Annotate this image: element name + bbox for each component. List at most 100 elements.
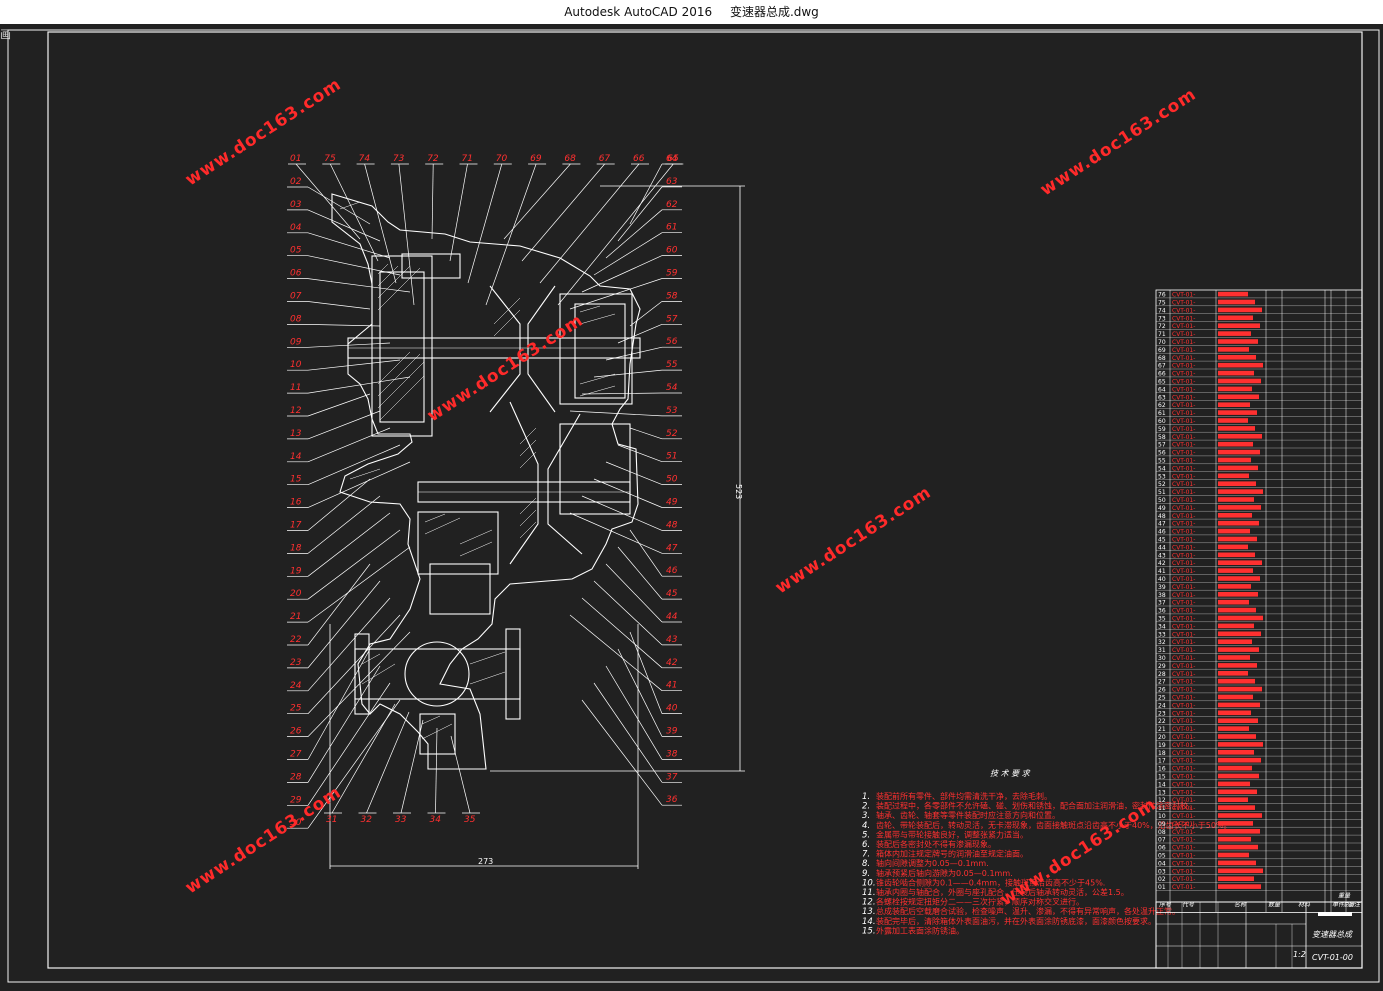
bom-row-name-mark — [1218, 655, 1250, 660]
leader-42 — [581, 597, 663, 669]
bom-row-code: CVT-01- — [1172, 631, 1195, 638]
tech-req-number: 6. — [862, 840, 870, 850]
bom-row-code: CVT-01- — [1172, 884, 1195, 891]
bom-row-code: CVT-01- — [1172, 821, 1195, 828]
callout-62: 62 — [666, 200, 678, 210]
leader-59 — [569, 278, 663, 310]
callout-05: 05 — [290, 246, 302, 256]
bom-row-name-mark — [1218, 750, 1254, 755]
bom-row-code: CVT-01- — [1172, 647, 1195, 654]
leader-11 — [307, 376, 411, 394]
bom-row-number: 20 — [1158, 734, 1166, 741]
bom-row-name-mark — [1218, 686, 1262, 692]
bom-row-name-mark — [1218, 505, 1261, 510]
title-block: 变速器总成 CVT-01-00 1:2 — [1155, 901, 1363, 969]
tech-req-item: 各螺栓按规定扭矩分二——三次拧紧，顺序对称交叉进行。 — [876, 897, 1084, 907]
tech-req-number: 3. — [862, 811, 870, 821]
bom-row-name-mark — [1218, 520, 1259, 526]
bom-row-name-mark — [1218, 592, 1258, 597]
bom-row-name-mark — [1218, 884, 1261, 889]
callout-63: 63 — [666, 177, 678, 187]
bom-row-number: 26 — [1158, 687, 1166, 694]
bom-row-number: 01 — [1158, 884, 1166, 891]
callout-14: 14 — [290, 452, 302, 462]
callout-13: 13 — [290, 429, 302, 439]
bom-row-code: CVT-01- — [1172, 608, 1195, 615]
bom-row-number: 27 — [1158, 679, 1166, 686]
bom-row-number: 29 — [1158, 663, 1166, 670]
bom-row-name-mark — [1218, 757, 1261, 763]
bom-row-number: 11 — [1158, 805, 1166, 812]
tech-req-number: 4. — [862, 821, 870, 831]
bom-row-number: 63 — [1158, 394, 1166, 401]
transmission-section-view — [331, 193, 641, 770]
callout-26: 26 — [290, 727, 302, 737]
callout-71: 71 — [462, 154, 473, 164]
leader-75 — [329, 163, 379, 262]
bom-row-code: CVT-01- — [1172, 616, 1195, 623]
bom-row-code: CVT-01- — [1172, 560, 1195, 567]
bom-row-code: CVT-01- — [1172, 434, 1195, 441]
callout-59: 59 — [666, 269, 678, 279]
bom-row-code: CVT-01- — [1172, 868, 1195, 875]
bom-row-name-mark — [1218, 370, 1254, 376]
bom-row-code: CVT-01- — [1172, 750, 1195, 757]
bom-row-code: CVT-01- — [1172, 663, 1195, 670]
bom-header-cell: 备注 — [1348, 900, 1361, 908]
bom-row-number: 30 — [1158, 655, 1166, 662]
drawing-canvas[interactable]: 523 273 — [0, 24, 1383, 987]
leader-35 — [450, 735, 471, 814]
bom-row-number: 32 — [1158, 639, 1166, 646]
leader-60 — [581, 255, 663, 293]
bom-row-name-mark — [1218, 765, 1252, 771]
callout-43: 43 — [666, 635, 678, 645]
bom-row-number: 48 — [1158, 513, 1166, 520]
bom-row-code: CVT-01- — [1172, 718, 1195, 725]
callout-66: 66 — [633, 154, 645, 164]
tech-req-item: 轴承预紧后轴向游隙为0.05—0.1mm. — [876, 868, 1013, 878]
callout-41: 41 — [666, 681, 677, 691]
tech-req-title: 技 术 要 求 — [990, 769, 1031, 778]
viewport-control-icon[interactable]: 画 — [0, 28, 11, 41]
tech-req-item: 装配完毕后，清除箱体外表面油污，并在外表面涂防锈底漆，面漆颜色按要求。 — [876, 916, 1156, 926]
watermark-4: www.doc163.com — [772, 482, 935, 598]
callout-07: 07 — [290, 292, 302, 302]
bom-row-name-mark — [1218, 718, 1258, 723]
leader-74 — [364, 163, 397, 284]
bom-row-number: 71 — [1158, 331, 1166, 338]
callout-09: 09 — [290, 337, 302, 347]
bom-header-cell: 数量 — [1268, 900, 1281, 908]
watermark-3: www.doc163.com — [424, 310, 587, 426]
bom-row-name-mark — [1218, 671, 1248, 676]
leader-08 — [307, 324, 381, 327]
tech-req-item: 轴承内圈与轴配合，外圈与座孔配合，压装后轴承转动灵活，公差1.5。 — [876, 887, 1129, 897]
bom-row-name-mark — [1218, 607, 1256, 613]
bom-row-name-mark — [1218, 434, 1262, 439]
leader-36 — [581, 699, 663, 806]
bom-row-number: 28 — [1158, 671, 1166, 678]
bom-row-name-mark — [1218, 599, 1249, 605]
bom-row-code: CVT-01- — [1172, 450, 1195, 457]
bom-row-number: 76 — [1158, 292, 1166, 299]
bom-row-number: 43 — [1158, 552, 1166, 559]
leader-09 — [307, 342, 391, 348]
bom-row-code: CVT-01- — [1172, 702, 1195, 709]
bom-row-code: CVT-01- — [1172, 789, 1195, 796]
bom-row-name-mark — [1218, 299, 1255, 305]
leader-63 — [617, 186, 663, 242]
bom-row-code: CVT-01- — [1172, 687, 1195, 694]
bom-row-code: CVT-01- — [1172, 726, 1195, 733]
bom-row-name-mark — [1218, 418, 1248, 423]
bom-row-name-mark — [1218, 489, 1263, 494]
bom-row-code: CVT-01- — [1172, 845, 1195, 852]
bom-row-code: CVT-01- — [1172, 497, 1195, 504]
tech-req-number: 14. — [862, 917, 876, 927]
bom-row-name-mark — [1218, 544, 1248, 550]
callout-49: 49 — [666, 498, 678, 508]
leader-71 — [449, 163, 468, 262]
leader-02 — [307, 186, 371, 225]
callout-23: 23 — [290, 658, 302, 668]
bom-row-name-mark — [1218, 441, 1253, 447]
callout-51: 51 — [666, 452, 677, 462]
bom-row-number: 49 — [1158, 505, 1166, 512]
